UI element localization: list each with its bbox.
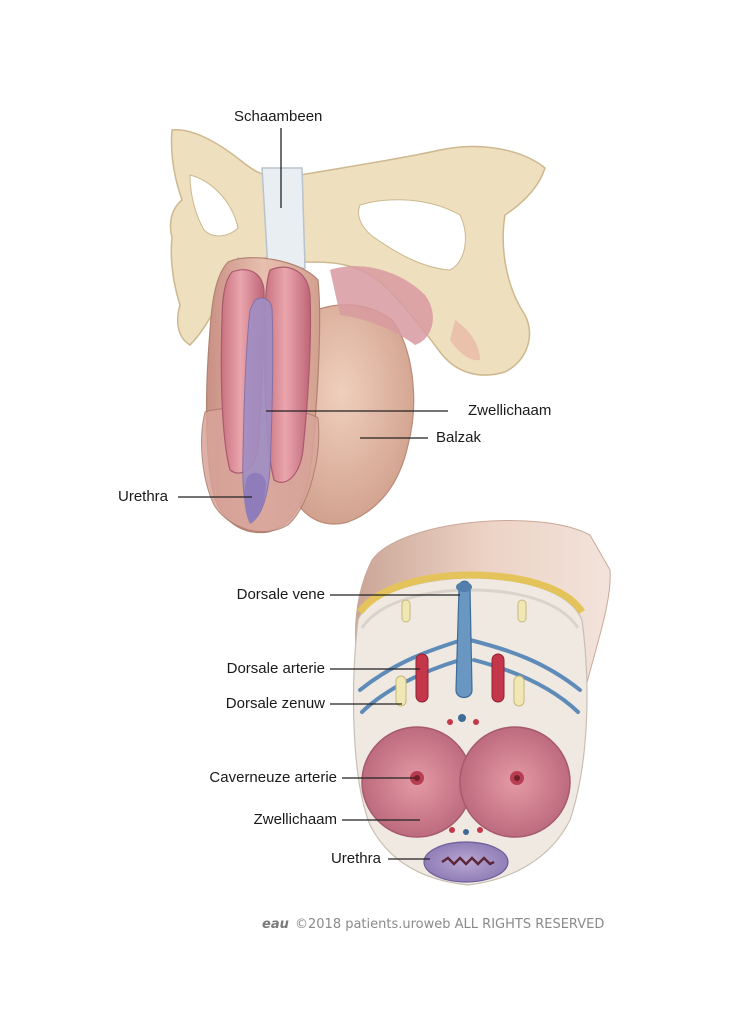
- dorsal-nerves: [395, 599, 527, 707]
- copyright-footer: eau ©2018 patients.uroweb ALL RIGHTS RES…: [262, 917, 604, 932]
- label-caverneuze-arterie: Caverneuze arterie: [209, 769, 337, 786]
- eau-logo: eau: [262, 917, 289, 932]
- label-zwellichaam-top: Zwellichaam: [468, 402, 552, 419]
- copyright-text: ©2018 patients.uroweb ALL RIGHTS RESERVE…: [295, 917, 605, 932]
- label-schaambeen: Schaambeen: [234, 108, 323, 125]
- dorsal-vein: [455, 580, 473, 699]
- corpus-spongiosum-section: [423, 841, 509, 883]
- label-zwellichaam-section: Zwellichaam: [253, 811, 337, 828]
- label-urethra-top: Urethra: [118, 488, 169, 505]
- label-dorsale-vene: Dorsale vene: [236, 586, 325, 603]
- label-dorsale-zenuw: Dorsale zenuw: [225, 695, 325, 712]
- label-urethra-section: Urethra: [330, 850, 381, 867]
- pelvis-bone: [169, 129, 546, 376]
- dorsal-arteries: [415, 653, 505, 703]
- pubic-ligament: [261, 167, 306, 271]
- top-leader-lines: [178, 128, 448, 498]
- corpora-cavernosa-section: [361, 726, 571, 838]
- label-dorsale-arterie: Dorsale arterie: [226, 660, 325, 677]
- small-vessels-top: [447, 714, 479, 725]
- small-vessels-bottom: [449, 827, 483, 835]
- corpus-spongiosum: [242, 297, 274, 524]
- label-balzak: Balzak: [436, 429, 482, 446]
- section-leader-lines: [330, 594, 460, 860]
